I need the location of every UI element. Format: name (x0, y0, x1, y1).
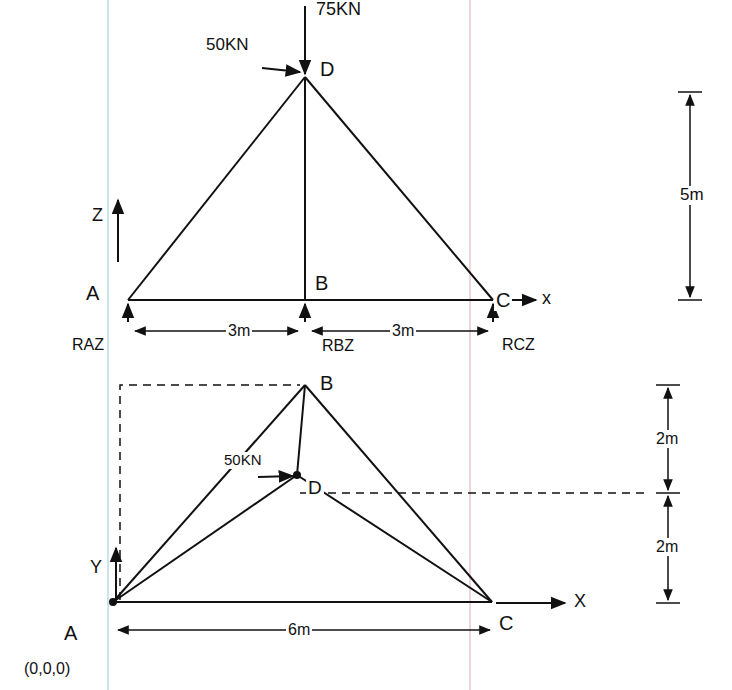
reaction-label: RAZ (70, 336, 106, 354)
load-arrow (258, 476, 293, 477)
axis-arrow (512, 299, 536, 301)
joint-dot (110, 599, 116, 605)
axis-arrow (496, 602, 565, 604)
dimension-tick (678, 91, 702, 93)
member (297, 385, 305, 475)
dimension-value: 5m (678, 186, 706, 205)
axis-label: Y (88, 558, 104, 578)
joint-label: C (497, 612, 515, 634)
load-value: 50KN (204, 36, 251, 55)
load-value: 75KN (314, 0, 363, 20)
member (113, 475, 297, 602)
member (128, 299, 493, 301)
axis-label: Z (90, 206, 105, 226)
dimension-line (135, 330, 298, 332)
load-value: 50KN (222, 452, 264, 469)
reaction-arrow (127, 304, 129, 322)
joint-label: A (62, 622, 79, 644)
joint-label: A (84, 282, 101, 304)
reaction-arrow (304, 304, 306, 322)
joint-label: D (306, 478, 324, 499)
paper-rule (107, 0, 109, 690)
joint-label: B (313, 272, 330, 294)
member (297, 475, 492, 602)
dimension-value: 6m (286, 621, 312, 639)
construction-line (300, 492, 645, 494)
dimension-tick (656, 384, 680, 386)
load-arrow (262, 68, 300, 72)
construction-line (120, 385, 300, 600)
joint-label: D (318, 58, 336, 80)
dimension-tick (678, 299, 702, 301)
dimension-tick (656, 602, 680, 604)
axis-label: X (572, 592, 588, 612)
axis-arrow (115, 548, 117, 598)
dimension-value: 2m (654, 538, 680, 556)
dimension-tick (656, 492, 680, 494)
load-arrow (304, 6, 306, 74)
axis-label: x (540, 289, 553, 309)
axis-arrow (117, 200, 119, 262)
member (128, 77, 305, 300)
dimension-value: 3m (226, 322, 252, 340)
origin-label: (0,0,0) (22, 660, 72, 678)
member (305, 77, 493, 300)
reaction-label: RBZ (320, 337, 356, 355)
member (113, 385, 305, 602)
dimension-value: 3m (390, 322, 416, 340)
reaction-label: RCZ (500, 336, 537, 354)
member (304, 77, 306, 300)
joint-label: B (318, 372, 335, 394)
joint-label: C (494, 289, 512, 311)
joint-dot (294, 472, 300, 478)
dimension-value: 2m (654, 430, 680, 448)
member (113, 601, 492, 603)
